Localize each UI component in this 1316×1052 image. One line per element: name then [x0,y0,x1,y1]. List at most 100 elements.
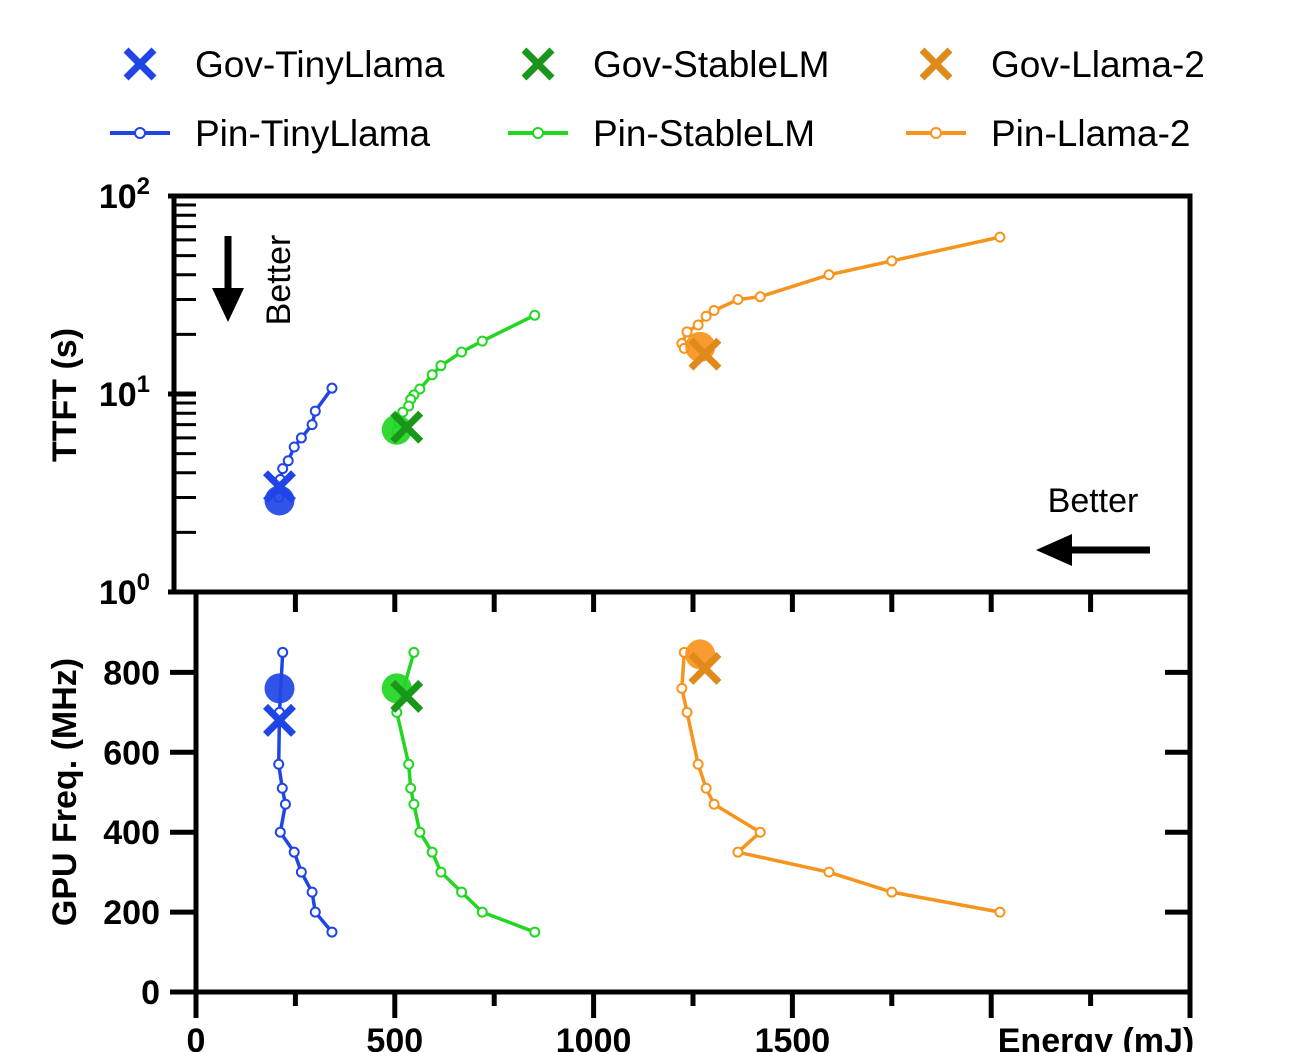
ttft-tick-label: 101 [99,371,150,414]
legend-pin-stablelm-point-icon [532,127,544,139]
pin-tinyllama-point [306,419,318,431]
pin-stablelm-point [408,646,420,658]
energy-tick-label: 500 [366,1022,423,1052]
gov-stablelm-marker-stroke-b [390,679,424,713]
pin-llama-2-line [679,235,1001,350]
ttft-y-axis: 100 101 102 [99,173,196,612]
pin-stablelm-point [456,346,468,358]
series-dot [264,673,295,704]
pin-tinyllama-point [288,846,300,858]
pin-llama-2-point [732,294,744,306]
ttft-tick-label: 100 [99,569,150,612]
pin-llama-2-point [708,305,720,317]
pin-llama-2-point [692,319,704,331]
pin-tinyllama-point [309,405,321,417]
legend-gov-llama-2-label: Gov-Llama-2 [991,44,1205,85]
pin-stablelm-point [408,798,420,810]
pin-tinyllama-point [326,382,338,394]
energy-tick-label: 1000 [556,1022,632,1052]
pin-llama-2-point [681,326,693,338]
pin-llama-2-point [708,798,720,810]
pin-llama-2-point [754,826,766,838]
gov-tinyllama-marker-stroke-b [263,470,296,504]
pin-llama-2-point [994,231,1006,243]
pin-stablelm-point [456,886,468,898]
gov-tinyllama-marker [263,470,296,504]
pin-stablelm-point [414,826,426,838]
pin-tinyllama-point [326,926,338,938]
pin-tinyllama-point [288,441,300,453]
better-down-label: Better [260,235,298,326]
gpu-freq-tick-label: 600 [103,734,160,772]
pin-llama-2-point [886,255,898,267]
pin-llama-2-point [732,846,744,858]
pin-stablelm-point [435,360,447,372]
legend-gov-llama-2-icon [919,47,953,81]
gpu-freq-tick-label: 800 [103,654,160,692]
gov-stablelm-marker-stroke-b [390,410,424,444]
legend-gov-stablelm-icon [521,47,555,81]
pin-llama-2-point [823,269,835,281]
energy-x-axis: 0 500 1000 1500 [187,592,1193,1052]
gov-llama-2-marker-stroke-b [688,651,722,685]
gpu-freq-y-axis-title: GPU Freq. (MHz) [46,658,84,926]
legend-gov-tinyllama-icon-stroke-b [123,47,157,81]
pin-stablelm-point [405,782,417,794]
pin-llama-2-point [886,886,898,898]
gpu-freq-tick-label: 400 [103,814,160,852]
pin-tinyllama-point [282,455,294,467]
pin-llama-2-point [700,310,712,322]
gov-llama-2-marker-stroke-b [688,337,722,371]
better-left-label: Better [1048,482,1139,520]
pin-llama-2-point [754,291,766,303]
pin-tinyllama-point [295,866,307,878]
energy-tick-label: 1500 [755,1022,831,1052]
down-arrowhead-icon [212,288,244,322]
pin-stablelm-point [403,758,415,770]
better-down-annotation: Better [212,235,298,326]
gpu-freq-tick-label: 0 [141,974,160,1012]
left-arrowhead-icon [1036,534,1072,566]
ttft-tick-label: 102 [99,173,150,216]
pin-tinyllama-point [306,886,318,898]
energy-x-axis-title: Energy (mJ) [998,1022,1195,1052]
legend-pin-tinyllama-label: Pin-TinyLlama [195,113,431,154]
energy-tick-label: 0 [187,1022,206,1052]
legend-gov-tinyllama-icon [123,47,157,81]
pin-llama-2-point [676,682,688,694]
pin-llama-2-point [823,866,835,878]
legend-pin-llama-2-label: Pin-Llama-2 [991,113,1190,154]
legend-pin-stablelm-label: Pin-StableLM [593,113,815,154]
pin-stablelm-point [529,309,541,321]
ttft-y-axis-title: TTFT (s) [46,328,84,462]
pin-tinyllama-point [276,782,288,794]
gov-stablelm-marker [390,679,424,713]
pin-llama-2-line [680,652,1001,914]
pin-stablelm-point [476,906,488,918]
gov-stablelm-marker [390,410,424,444]
pin-tinyllama-point [277,646,289,658]
pin-tinyllama-point [273,758,285,770]
pin-stablelm-point [529,926,541,938]
pin-tinyllama-point [277,463,289,475]
pin-llama-2-point [994,906,1006,918]
pin-tinyllama-point [274,826,286,838]
gov-llama-2-marker [688,337,722,371]
pin-llama-2-point [681,706,693,718]
legend-pin-tinyllama-point-icon [134,127,146,139]
pin-tinyllama-point [295,432,307,444]
gpu-freq-series [263,639,1006,938]
gov-tinyllama-marker-stroke-b [263,703,296,737]
pin-stablelm-point [426,369,438,381]
legend-gov-tinyllama-label: Gov-TinyLlama [195,44,445,85]
legend-gov-llama-2-icon-stroke-b [919,47,953,81]
pin-llama-2-point [700,782,712,794]
pin-tinyllama-point [309,906,321,918]
ttft-panel: 100 101 102 TTFT (s) Better Better [46,173,1193,612]
ttft-series [263,231,1006,516]
pin-tinyllama-point [279,798,291,810]
pin-llama-2-point [692,758,704,770]
pin-stablelm-point [476,335,488,347]
